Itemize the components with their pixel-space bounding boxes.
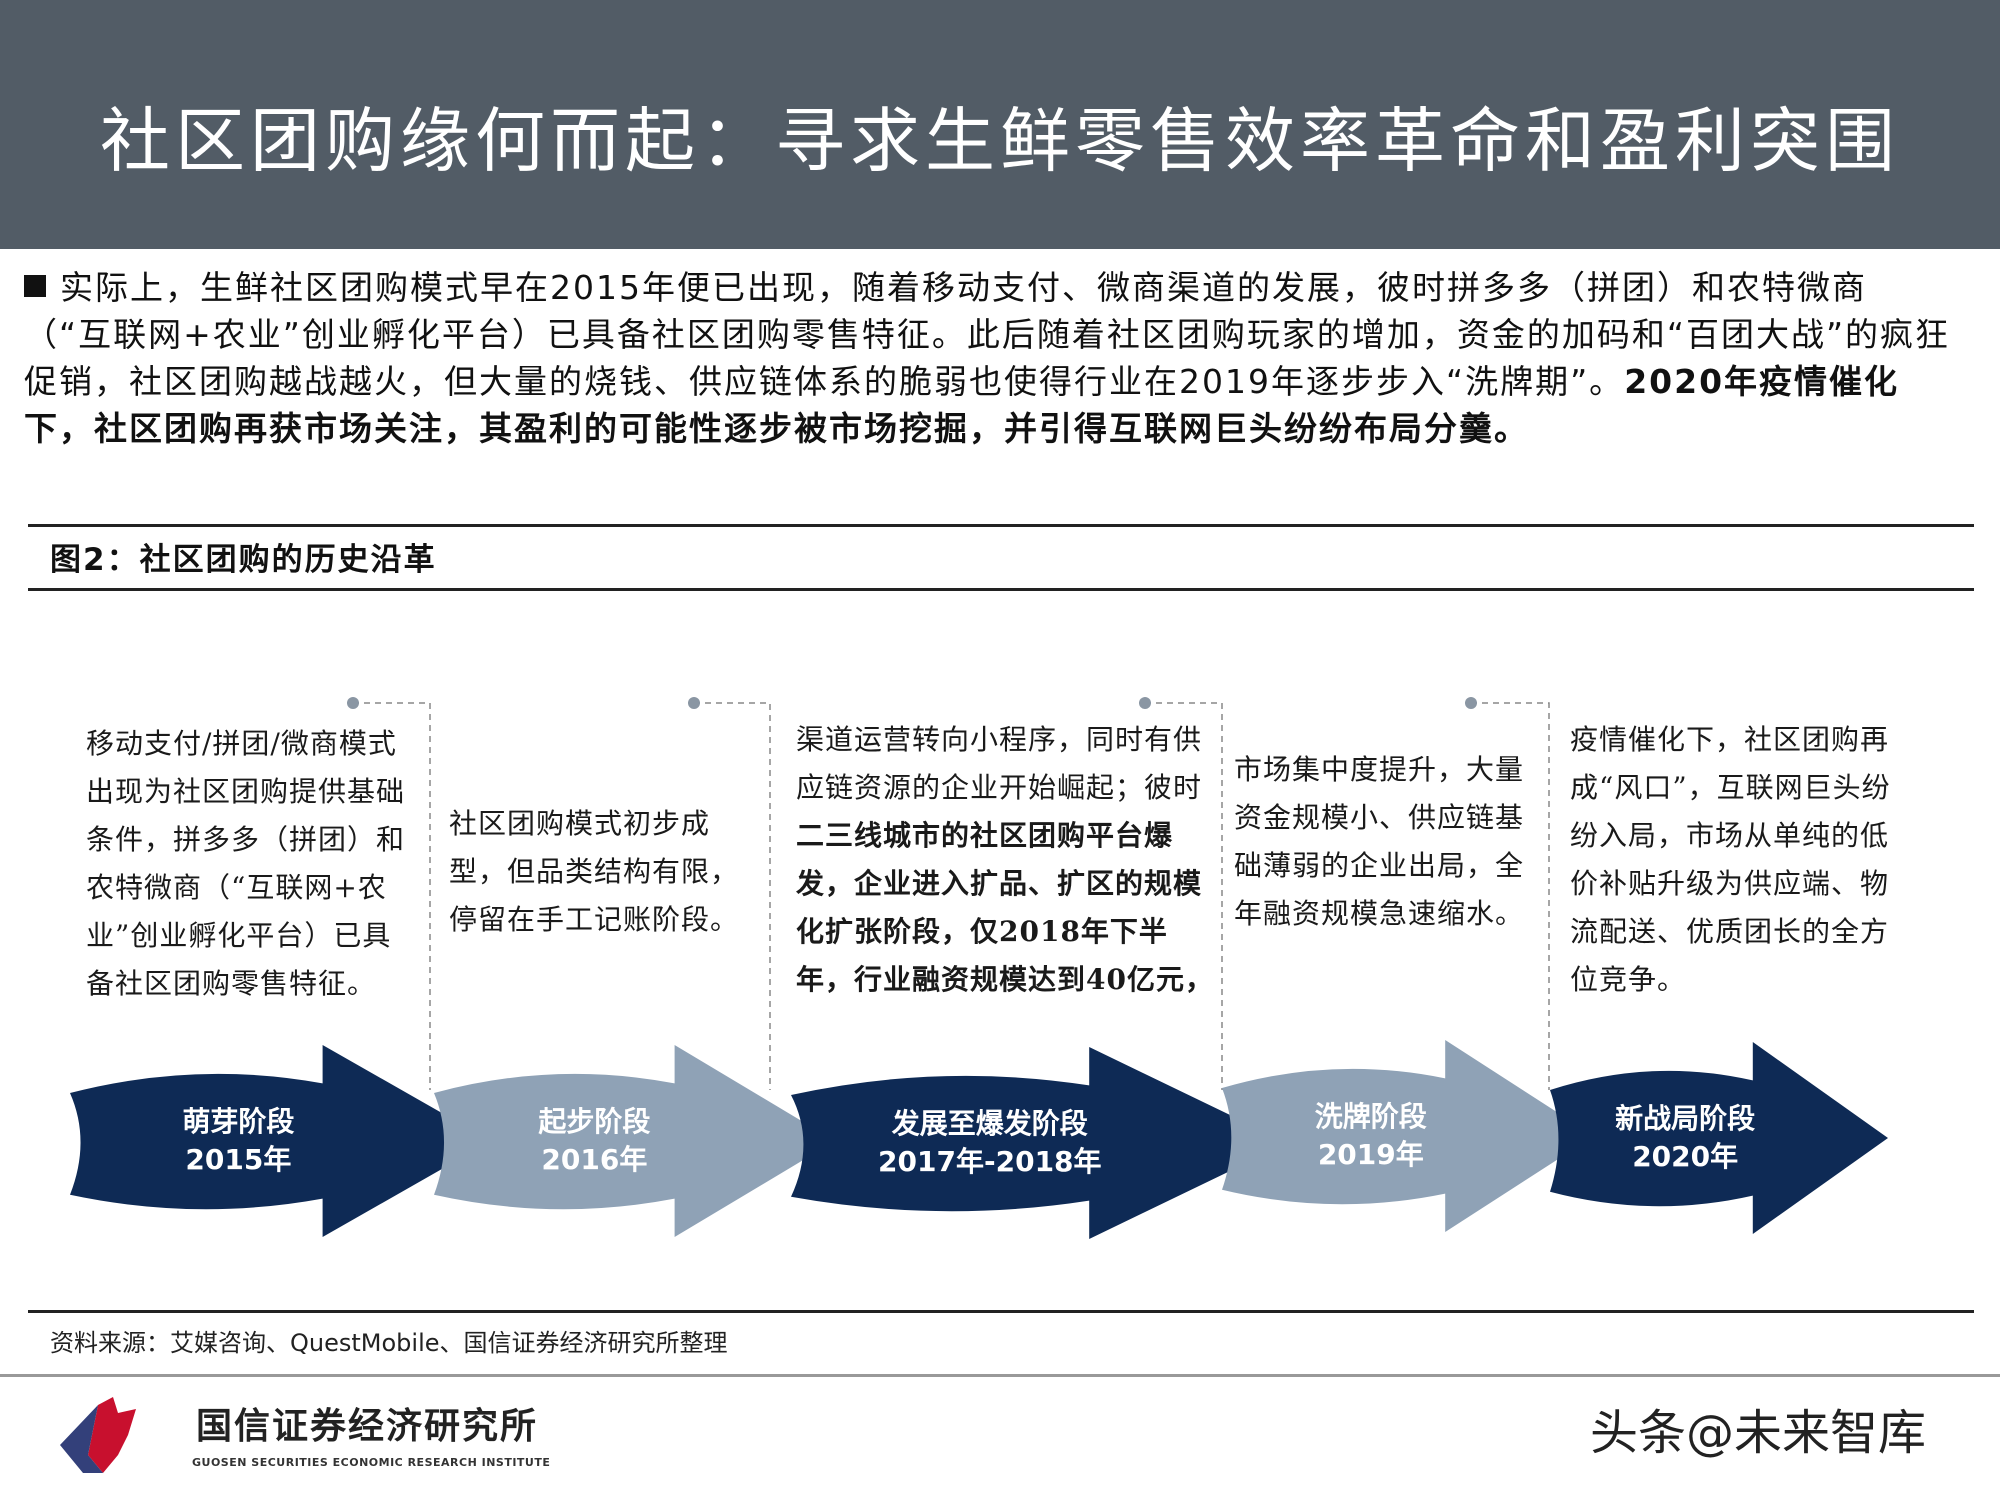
connector-line (694, 702, 771, 1090)
stage-year: 2016年 (541, 1142, 648, 1176)
stage-3-bold-text: 二三线城市的社区团购平台爆发，企业进入扩品、扩区的规模化扩张阶段，仅2018年下… (796, 819, 1214, 996)
logo-subtitle: GUOSEN SECURITIES ECONOMIC RESEARCH INST… (192, 1456, 551, 1469)
stage-name: 洗牌阶段 (1314, 1099, 1427, 1133)
stage-3-text: 渠道运营转向小程序，同时有供应链资源的企业开始崛起；彼时 (796, 723, 1203, 804)
title-banner: 社区团购缘何而起：寻求生鲜零售效率革命和盈利突围 (0, 0, 2000, 249)
stage-arrow (70, 1045, 491, 1237)
connector-dot (347, 697, 359, 709)
stage-name: 发展至爆发阶段 (891, 1106, 1088, 1140)
watermark: 头条@未来智库 (1590, 1405, 1927, 1461)
stage-label: 萌芽阶段 2015年 (83, 1103, 395, 1179)
footer-divider (0, 1374, 2000, 1377)
stage-arrow (434, 1045, 835, 1237)
divider (28, 1310, 1974, 1313)
connector-line (353, 702, 431, 1090)
intro-paragraph: 实际上，生鲜社区团购模式早在2015年便已出现，随着移动支付、微商渠道的发展，彼… (24, 264, 1954, 452)
divider (28, 588, 1974, 591)
stage-year: 2020年 (1632, 1139, 1739, 1173)
stage-label: 洗牌阶段 2019年 (1233, 1098, 1508, 1174)
stage-arrow (1550, 1042, 1888, 1234)
guosen-logo-icon (60, 1397, 136, 1473)
stage-name: 新战局阶段 (1615, 1101, 1756, 1135)
connector-line (1145, 702, 1223, 1090)
stage-5-description: 疫情催化下，社区团购再成“风口”，互联网巨头纷纷入局，市场从单纯的低价补贴升级为… (1570, 723, 1891, 996)
logo-name: 国信证券经济研究所 (196, 1406, 539, 1447)
stage-label: 起步阶段 2016年 (446, 1103, 743, 1179)
connector-line (1471, 702, 1550, 1090)
stage-4-description: 市场集中度提升，大量资金规模小、供应链基础薄弱的企业出局，全年融资规模急速缩水。 (1234, 753, 1525, 930)
stage-label: 新战局阶段 2020年 (1560, 1100, 1810, 1176)
stage-1-description: 移动支付/拼团/微商模式出现为社区团购提供基础条件，拼多多（拼团）和农特微商（“… (86, 727, 406, 1000)
stage-arrow (791, 1047, 1288, 1239)
stage-2-description: 社区团购模式初步成型，但品类结构有限，停留在手工记账阶段。 (449, 807, 740, 936)
connector-dot (688, 697, 700, 709)
stage-3-description: 渠道运营转向小程序，同时有供应链资源的企业开始崛起；彼时二三线城市的社区团购平台… (796, 716, 1222, 1004)
divider (28, 524, 1974, 527)
stage-year: 2017年-2018年 (878, 1144, 1102, 1178)
stage-name: 起步阶段 (538, 1104, 651, 1138)
page-title: 社区团购缘何而起：寻求生鲜零售效率革命和盈利突围 (100, 100, 1900, 182)
bullet-icon (24, 275, 46, 297)
source-note: 资料来源：艾媒咨询、QuestMobile、国信证券经济研究所整理 (50, 1329, 728, 1357)
stage-label: 发展至爆发阶段 2017年-2018年 (806, 1105, 1174, 1181)
stage-name: 萌芽阶段 (182, 1104, 295, 1138)
connector-dot (1139, 697, 1151, 709)
stage-year: 2019年 (1317, 1137, 1424, 1171)
timeline-graphic (70, 697, 1888, 1239)
stage-arrow (1222, 1040, 1594, 1232)
intro-text: 实际上，生鲜社区团购模式早在2015年便已出现，随着移动支付、微商渠道的发展，彼… (24, 268, 1951, 401)
figure-caption: 图2：社区团购的历史沿革 (50, 542, 437, 578)
stage-year: 2015年 (185, 1142, 292, 1176)
connector-dot (1465, 697, 1477, 709)
intro-bold-text: 2020年疫情催化下，社区团购再获市场关注，其盈利的可能性逐步被市场挖掘，并引得… (24, 362, 1900, 448)
